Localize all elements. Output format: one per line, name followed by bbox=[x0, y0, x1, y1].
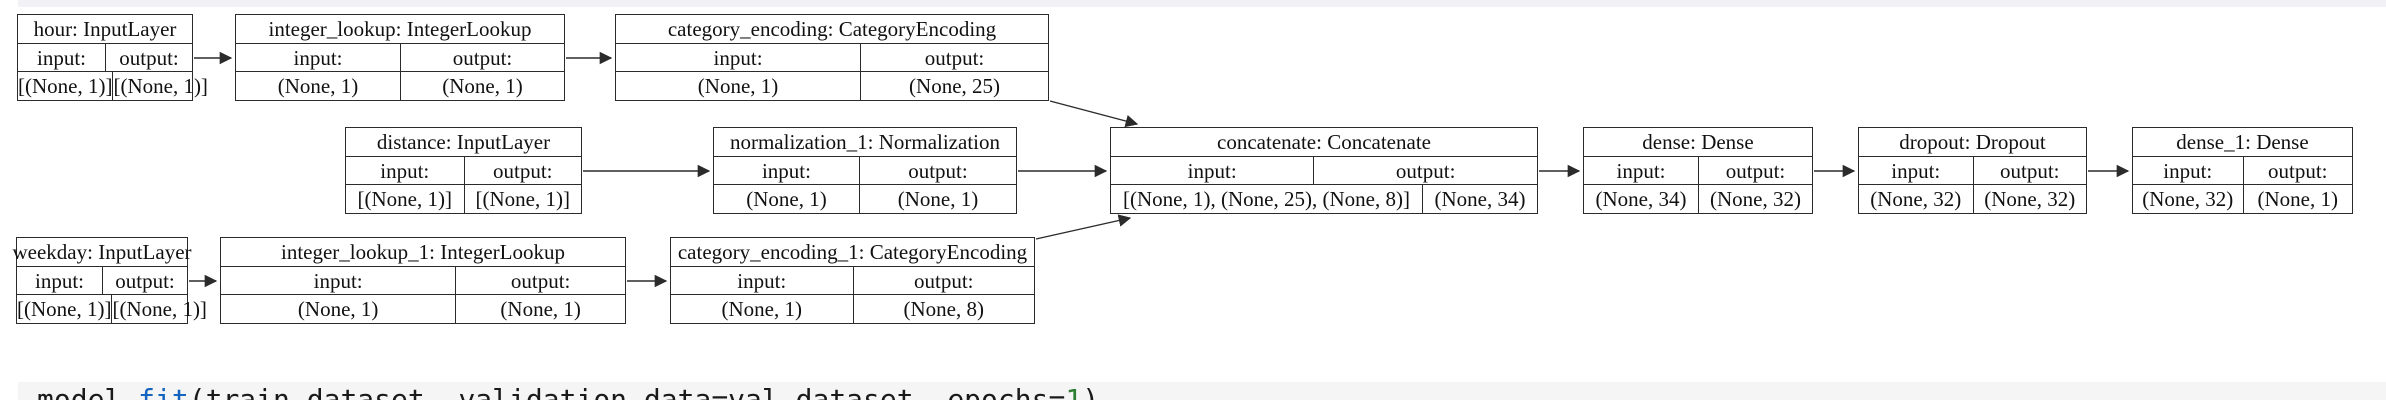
layer-node-integer_lookup: integer_lookup: IntegerLookup input: out… bbox=[235, 14, 565, 101]
output-label: output: bbox=[1972, 157, 2087, 184]
input-label: input: bbox=[34, 268, 84, 293]
output-label: output: bbox=[455, 267, 625, 294]
input-shape: [(None, 1)] bbox=[17, 297, 112, 321]
layer-node-hour: hour: InputLayer input: output: [(None, … bbox=[17, 14, 208, 101]
layer-node-category_encoding_1: category_encoding_1: CategoryEncoding in… bbox=[670, 237, 1035, 324]
input-label: input: bbox=[1891, 158, 1941, 183]
output-label: output: bbox=[2242, 157, 2353, 184]
output-shape: [(None, 1)] bbox=[463, 185, 582, 213]
input-shape: [(None, 1)] bbox=[18, 74, 113, 98]
output-shape: (None, 8) bbox=[852, 295, 1035, 323]
layer-node-concatenate: concatenate: Concatenate input: output: … bbox=[1110, 127, 1538, 214]
input-label: input: bbox=[713, 45, 763, 70]
layer-title: dense: Dense bbox=[1642, 130, 1754, 154]
output-label: output: bbox=[102, 267, 187, 294]
layer-title: distance: InputLayer bbox=[376, 130, 551, 154]
output-shape: (None, 1) bbox=[455, 295, 625, 323]
output-shape: (None, 1) bbox=[858, 185, 1016, 213]
input-shape: (None, 32) bbox=[1870, 187, 1962, 211]
input-shape: (None, 1) bbox=[297, 297, 379, 321]
output-shape: (None, 34) bbox=[1421, 185, 1537, 213]
output-shape: (None, 25) bbox=[860, 72, 1048, 100]
input-shape: (None, 1) bbox=[746, 187, 827, 211]
input-label: input: bbox=[313, 268, 363, 293]
edge-category_encoding-concatenate bbox=[1049, 100, 1139, 128]
output-label: output: bbox=[860, 44, 1048, 71]
layer-title: hour: InputLayer bbox=[33, 17, 177, 41]
output-label: output: bbox=[1313, 157, 1537, 184]
output-shape: (None, 1) bbox=[2242, 185, 2353, 213]
code-token: ) bbox=[1082, 383, 1100, 400]
input-shape: (None, 34) bbox=[1595, 187, 1687, 211]
input-label: input: bbox=[1616, 158, 1666, 183]
output-shape: (None, 1) bbox=[400, 72, 564, 100]
layer-title: category_encoding: CategoryEncoding bbox=[667, 17, 997, 41]
code-token-number: 1 bbox=[1065, 383, 1083, 400]
input-label: input: bbox=[761, 158, 811, 183]
output-label: output: bbox=[105, 44, 192, 71]
input-label: input: bbox=[293, 45, 343, 70]
output-shape: (None, 32) bbox=[1698, 185, 1812, 213]
layer-node-dense: dense: Dense input: output: (None, 34) (… bbox=[1583, 127, 1813, 214]
layer-title: integer_lookup_1: IntegerLookup bbox=[280, 240, 565, 264]
layer-title: dropout: Dropout bbox=[1899, 130, 2046, 154]
input-shape: (None, 32) bbox=[2142, 187, 2234, 211]
previous-cell-separator bbox=[18, 0, 2386, 7]
input-label: input: bbox=[36, 45, 86, 70]
input-shape: [(None, 1), (None, 25), (None, 8)] bbox=[1123, 187, 1410, 211]
input-label: input: bbox=[380, 158, 430, 183]
input-shape: [(None, 1)] bbox=[357, 187, 452, 211]
layer-title: integer_lookup: IntegerLookup bbox=[268, 17, 532, 41]
layer-node-distance: distance: InputLayer input: output: [(No… bbox=[345, 127, 582, 214]
code-token-function: fit bbox=[138, 383, 189, 400]
code-token: model. bbox=[37, 383, 139, 400]
code-line[interactable]: model.fit(train_dataset, validation_data… bbox=[18, 382, 2386, 400]
layer-title: dense_1: Dense bbox=[2176, 130, 2309, 154]
input-shape: (None, 1) bbox=[721, 297, 802, 321]
layer-node-normalization_1: normalization_1: Normalization input: ou… bbox=[713, 127, 1017, 214]
input-label: input: bbox=[2163, 158, 2213, 183]
output-label: output: bbox=[400, 44, 564, 71]
output-label: output: bbox=[858, 157, 1016, 184]
input-shape: (None, 1) bbox=[697, 74, 779, 98]
input-shape: (None, 1) bbox=[277, 74, 359, 98]
input-label: input: bbox=[1187, 158, 1237, 183]
input-label: input: bbox=[737, 268, 787, 293]
layer-node-dropout: dropout: Dropout input: output: (None, 3… bbox=[1858, 127, 2087, 214]
output-shape: [(None, 1)] bbox=[112, 72, 208, 100]
output-label: output: bbox=[1698, 157, 1812, 184]
output-shape: [(None, 1)] bbox=[111, 295, 207, 323]
layer-title: normalization_1: Normalization bbox=[729, 130, 1000, 154]
layer-node-dense_1: dense_1: Dense input: output: (None, 32)… bbox=[2132, 127, 2353, 214]
layer-title: concatenate: Concatenate bbox=[1217, 130, 1431, 154]
layer-node-weekday: weekday: InputLayer input: output: [(Non… bbox=[12, 237, 207, 324]
code-token: (train_dataset, validation_data=val_data… bbox=[188, 383, 1066, 400]
edge-category_encoding_1-concatenate bbox=[1035, 214, 1132, 240]
layer-node-category_encoding: category_encoding: CategoryEncoding inpu… bbox=[615, 14, 1049, 101]
output-shape: (None, 32) bbox=[1972, 185, 2087, 213]
layer-node-integer_lookup_1: integer_lookup_1: IntegerLookup input: o… bbox=[220, 237, 626, 324]
layer-title: weekday: InputLayer bbox=[12, 240, 192, 264]
layer-title: category_encoding_1: CategoryEncoding bbox=[677, 240, 1028, 264]
output-label: output: bbox=[852, 267, 1035, 294]
output-label: output: bbox=[463, 157, 582, 184]
code-cell[interactable]: model.fit(train_dataset, validation_data… bbox=[18, 382, 2386, 400]
